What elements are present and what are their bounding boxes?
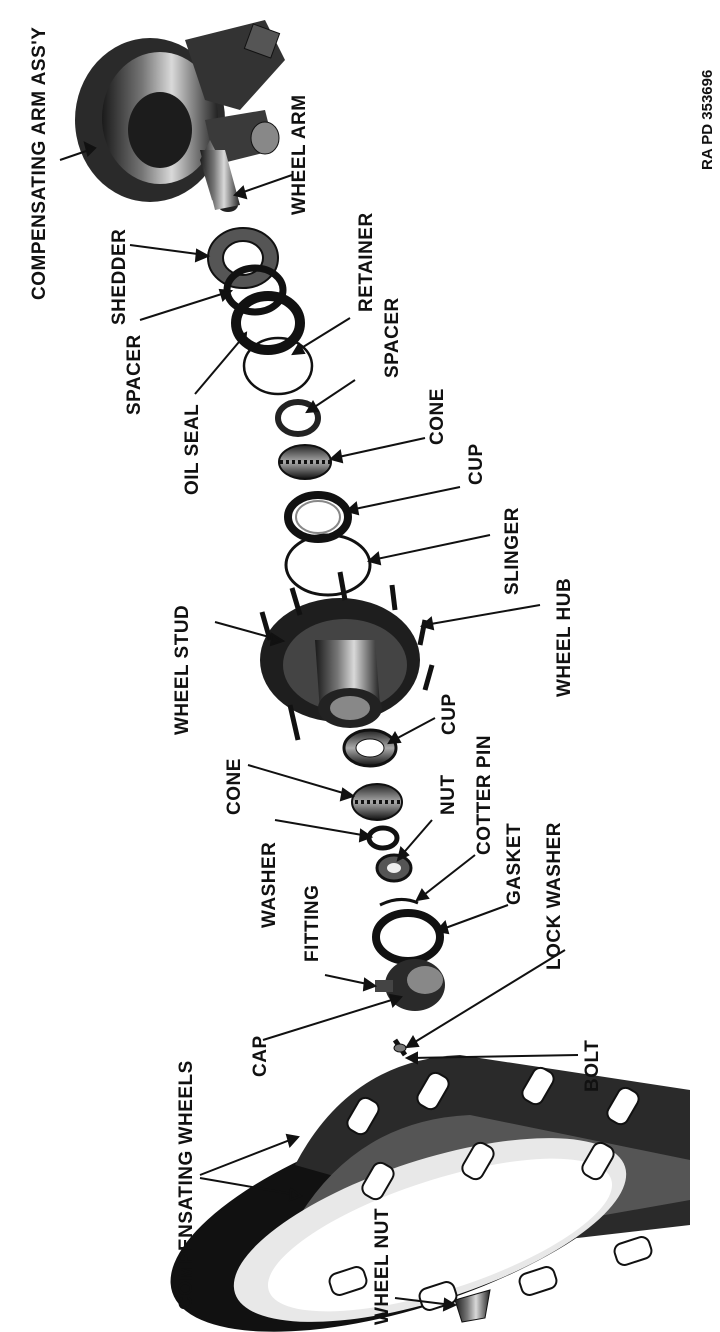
- leader-lines: [59, 141, 579, 1312]
- label-cup-outer: CUP: [466, 443, 487, 485]
- label-cone-inner: CONE: [224, 758, 245, 815]
- wheel-arm-spindle: [200, 150, 240, 210]
- label-compensating-wheels: COMPENSATING WHEELS: [176, 1060, 197, 1310]
- compensating-arm-assembly: [75, 20, 285, 212]
- label-wheel-hub: WHEEL HUB: [554, 578, 575, 697]
- retainer-part: [242, 336, 314, 396]
- label-compensating-arm-assy: COMPENSATING ARM ASS'Y: [29, 27, 50, 300]
- compensating-wheels-part: [170, 1055, 690, 1332]
- washer-part: [366, 825, 400, 851]
- gasket-part: [372, 909, 444, 965]
- wheel-hub-part: [259, 571, 435, 741]
- slinger-part: [284, 533, 372, 597]
- label-wheel-nut: WHEEL NUT: [372, 1208, 393, 1325]
- label-lock-washer: LOCK WASHER: [544, 822, 565, 970]
- label-cup-inner: CUP: [439, 693, 460, 735]
- cup-inner-part: [342, 728, 398, 768]
- cotter-pin-part: [379, 898, 419, 907]
- label-spacer-inner: SPACER: [382, 297, 403, 378]
- label-gasket: GASKET: [504, 823, 525, 905]
- cap-part: [375, 959, 445, 1011]
- label-cone-outer: CONE: [427, 388, 448, 445]
- cup-outer-part: [284, 491, 352, 543]
- label-cotter-pin: COTTER PIN: [474, 735, 495, 855]
- label-shedder: SHEDDER: [109, 229, 130, 325]
- label-retainer: RETAINER: [356, 212, 377, 312]
- label-slinger: SLINGER: [502, 507, 523, 595]
- nut-part: [375, 853, 413, 883]
- label-wheel-stud: WHEEL STUD: [172, 605, 193, 735]
- label-oil-seal: OIL SEAL: [182, 404, 203, 495]
- shedder-part: [207, 227, 279, 289]
- cone-inner-part: [351, 783, 403, 821]
- labels: COMPENSATING ARM ASS'Y WHEEL ARM SHEDDER…: [29, 27, 716, 1325]
- label-fitting: FITTING: [302, 885, 323, 962]
- label-bolt: BOLT: [582, 1040, 603, 1092]
- bolt-part: [392, 1038, 408, 1057]
- cone-outer-part: [278, 444, 332, 480]
- label-washer: WASHER: [259, 842, 280, 928]
- label-cap: CAP: [250, 1035, 271, 1077]
- spacer-inner-part: [275, 399, 321, 437]
- label-nut: NUT: [438, 774, 459, 815]
- label-spacer-outer: SPACER: [124, 334, 145, 415]
- reference-number: RA PD 353696: [699, 70, 716, 170]
- label-wheel-arm: WHEEL ARM: [289, 94, 310, 215]
- wheel-nut-part: [454, 1289, 491, 1323]
- oil-seal-part: [231, 291, 305, 355]
